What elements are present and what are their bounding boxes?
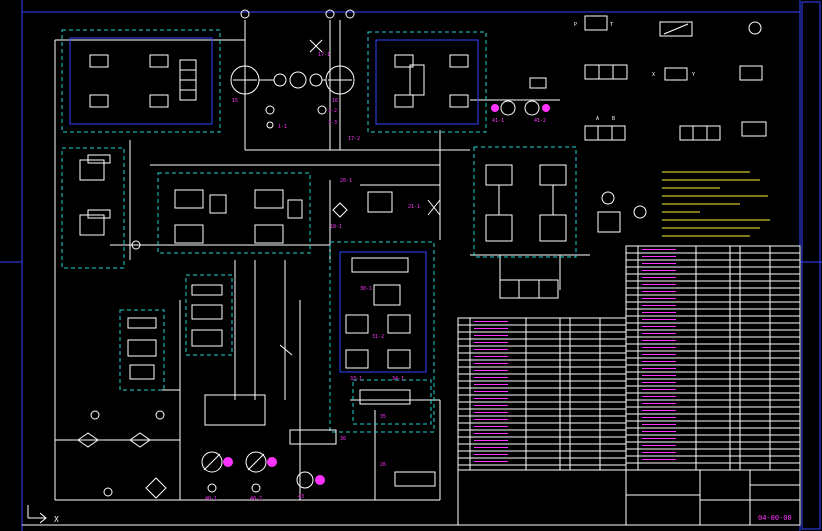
valve-stack-right — [394, 54, 469, 108]
gauge-row-top: 17-1 17-2 1-1 1-2 1-3 — [240, 9, 360, 142]
gauge-41-1-label: 41-1 — [492, 118, 504, 124]
right-middle-module — [485, 164, 567, 299]
ucs-x-label: X — [54, 515, 59, 524]
pump-left-label: 15 — [232, 98, 238, 104]
filter-relief: 18-1 20-1 21-1 — [330, 178, 441, 230]
technical-notes — [597, 171, 770, 237]
bottom-motors: 40-1 40-2 43 36 26 — [77, 394, 436, 502]
valve-31-2-label: 31-2 — [372, 334, 384, 340]
valve-20-1-label: 20-1 — [340, 178, 352, 184]
small-left-modules — [127, 284, 293, 380]
valve-1-2-label: 1-2 — [328, 108, 337, 114]
symbol-legend: P T A B X Y — [574, 15, 767, 141]
valve-30-1-label: 30-1 — [360, 286, 372, 292]
module-boxes — [61, 29, 577, 433]
drawing-number: 04-00-00 — [758, 514, 792, 522]
pipe-network — [54, 20, 590, 501]
filter-18-1-label: 18-1 — [330, 224, 342, 230]
gauge-41-2-label: 41-2 — [534, 118, 546, 124]
legend-x: X — [652, 72, 655, 78]
pump-43-label: 43 — [298, 494, 304, 500]
valve-1-3-label: 1-3 — [328, 120, 337, 126]
pump-right-label: 16 — [332, 98, 338, 104]
bom-table-right — [625, 245, 801, 526]
legend-p: P — [574, 22, 577, 28]
valve-36-label: 36 — [340, 436, 346, 442]
motor-40-2-label: 40-2 — [250, 496, 262, 502]
legend-a: A — [596, 116, 599, 122]
ucs-icon: X — [27, 505, 59, 524]
valve-35-label: 35 — [380, 414, 386, 420]
title-block: 04-00-00 — [457, 469, 801, 526]
legend-y: Y — [692, 72, 695, 78]
valve-17-2-label: 17-2 — [348, 136, 360, 142]
motor-40-1-label: 40-1 — [205, 496, 217, 502]
legend-b: B — [612, 116, 615, 122]
legend-t: T — [610, 22, 613, 28]
right-pump-group: 41-1 41-2 — [491, 77, 550, 124]
module-inner-outlines — [69, 37, 479, 373]
valve-21-1-label: 21-1 — [408, 204, 420, 210]
valve-stack-left — [89, 54, 197, 108]
valve-33-1-label: 33-1 — [350, 376, 362, 382]
bom-table-left — [457, 317, 627, 526]
valve-17-1-label: 17-1 — [318, 52, 330, 58]
pump-group: 15 16 — [230, 65, 355, 104]
valve-26-label: 26 — [380, 462, 386, 468]
middle-module-valves — [174, 189, 303, 244]
left-column-valves — [79, 154, 141, 250]
valve-1-1-label: 1-1 — [278, 124, 287, 130]
valve-34-1-label: 34-1 — [392, 376, 404, 382]
lower-valve-stack: 30-1 31-2 33-1 34-1 35 — [345, 257, 411, 420]
